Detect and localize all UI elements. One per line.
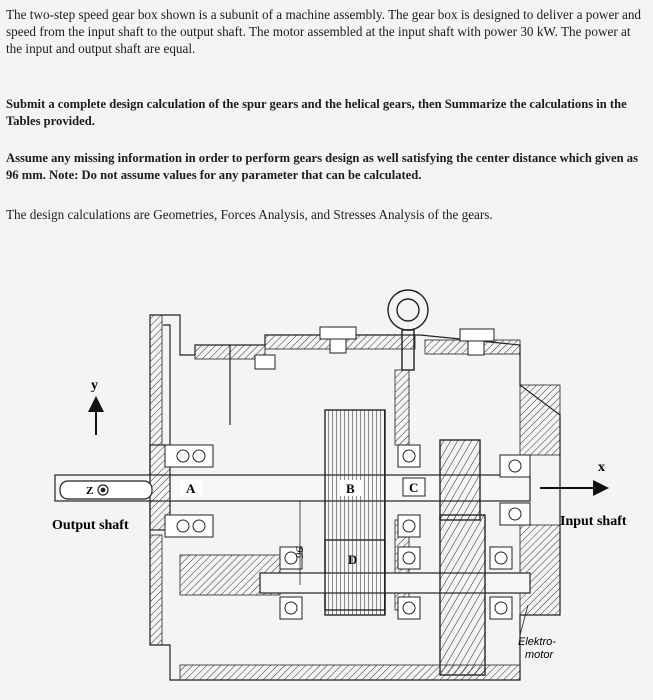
problem-paragraph-4: The design calculations are Geometries, …: [6, 207, 493, 222]
axis-z-label: Z: [86, 485, 93, 497]
eye-bolt: [387, 289, 429, 371]
gear-label-a: A: [186, 481, 196, 496]
bearings: [164, 444, 531, 620]
housing-walls: [149, 314, 561, 681]
gearbox-drawing: A B C D 96 Z y x Output shaft Input shaf…: [52, 289, 627, 681]
y-axis: y: [88, 378, 104, 435]
axis-y-label: y: [91, 378, 98, 393]
gear-label-d: D: [348, 552, 357, 567]
output-shaft-label: Output shaft: [52, 518, 129, 533]
problem-paragraph-3: Assume any missing information in order …: [6, 151, 638, 182]
output-shaft-end: [59, 480, 153, 500]
dimension-96: 96: [293, 547, 305, 559]
problem-paragraph-2: Submit a complete design calculation of …: [6, 97, 627, 128]
gear-c: [439, 439, 481, 521]
x-axis: x: [540, 460, 609, 496]
gear-label-c: C: [409, 480, 418, 495]
svg-text:Elektro-: Elektro-: [518, 636, 556, 648]
gear-label-b: B: [346, 481, 355, 496]
problem-paragraph-1: The two-step speed gear box shown is a s…: [6, 7, 642, 56]
input-shaft-label: Input shaft: [560, 514, 627, 529]
svg-text:motor: motor: [525, 649, 554, 661]
axis-x-label: x: [598, 460, 605, 475]
motor-label: Elektro- motor: [518, 604, 556, 661]
lower-shaft: [259, 514, 531, 676]
center-distance-dimension: 96: [293, 500, 305, 585]
top-bolts: [254, 326, 495, 370]
